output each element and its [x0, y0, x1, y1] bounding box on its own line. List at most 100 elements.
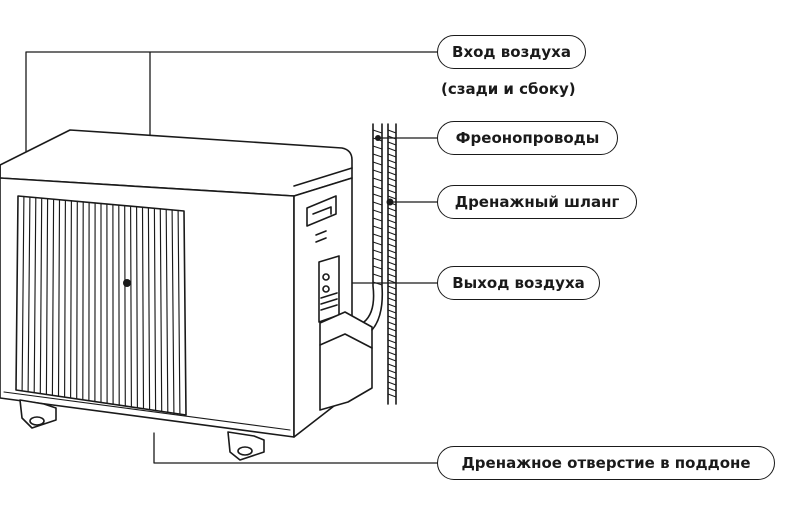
mounting-feet — [19, 399, 265, 461]
hose-rib — [387, 333, 397, 338]
pipe-insulation-rib — [372, 169, 383, 174]
hose-rib — [387, 141, 397, 146]
air-inlet-label: Вход воздуха — [437, 35, 586, 69]
pipe-insulation-rib — [372, 209, 383, 214]
fan-grille — [15, 195, 187, 416]
grille-fin — [136, 206, 138, 409]
hose-rib — [387, 225, 397, 230]
grille-fin — [21, 195, 25, 392]
refrigerant-pipes-label: Фреонопроводы — [437, 121, 618, 155]
hose-rib — [387, 297, 397, 302]
grille-fin — [57, 199, 61, 397]
grille-fin — [171, 209, 175, 414]
anchor-dots — [123, 135, 394, 287]
hose-rib — [387, 279, 397, 284]
hose-rib — [387, 129, 397, 134]
hose-rib — [387, 213, 397, 218]
pipe-insulation-rib — [372, 217, 383, 222]
grille-fin — [130, 205, 132, 408]
grille-fin — [147, 207, 151, 411]
grille-fin — [159, 208, 163, 412]
pipe-insulation-rib — [372, 129, 383, 134]
hose-rib — [387, 243, 397, 248]
air-outlet-label: Выход воздуха — [437, 266, 600, 300]
pipe-insulation-rib — [372, 145, 383, 150]
pipe-insulation-rib — [372, 193, 383, 198]
pipe-insulation-rib — [372, 241, 383, 246]
grille-fin — [76, 200, 78, 400]
drain-hole-leader — [153, 432, 441, 464]
grille-fin — [124, 205, 126, 407]
hose-rib — [387, 267, 397, 272]
unit-front — [0, 177, 295, 438]
hose-rib — [387, 315, 397, 320]
pipe-cover — [319, 311, 373, 411]
hose-rib — [387, 345, 397, 350]
outdoor-unit — [0, 129, 373, 461]
hose-rib — [387, 159, 397, 164]
hose-rib — [387, 237, 397, 242]
air-outlet-anchor — [123, 279, 131, 287]
hose-rib — [387, 369, 397, 374]
hose-rib — [387, 303, 397, 308]
grille-fin — [177, 209, 181, 415]
hose-rib — [387, 147, 397, 152]
air-inlet-leader — [25, 51, 441, 153]
grille-fin — [27, 196, 31, 393]
hose-rib — [387, 351, 397, 356]
pipe-insulation-rib — [372, 161, 383, 166]
hose-rib — [387, 165, 397, 170]
hose-rib — [387, 189, 397, 194]
pipe-insulation-rib — [372, 265, 383, 270]
grille-fin — [64, 199, 66, 398]
air-inlet-note: (сзади и сбоку) — [441, 80, 576, 98]
side-handle — [306, 195, 337, 243]
hose-rib — [387, 171, 397, 176]
hose-rib — [387, 249, 397, 254]
hose-rib — [387, 195, 397, 200]
hose-rib — [387, 291, 397, 296]
grille-fin — [51, 198, 55, 396]
grille-fin — [39, 197, 43, 395]
hose-rib — [387, 231, 397, 236]
hose-rib — [387, 363, 397, 368]
pipe-insulation-rib — [372, 273, 383, 278]
hose-rib — [387, 309, 397, 314]
hose-rib — [387, 357, 397, 362]
hose-rib — [387, 285, 397, 290]
hose-rib — [387, 255, 397, 260]
drain-hose-anchor — [386, 198, 394, 206]
hose-rib — [387, 393, 397, 398]
pipe-insulation-rib — [372, 153, 383, 158]
hose-rib — [387, 261, 397, 266]
hose-rib — [387, 381, 397, 386]
drain-hose-label: Дренажный шланг — [437, 185, 637, 219]
hose-rib — [387, 207, 397, 212]
pipe-insulation-rib — [372, 201, 383, 206]
pipe-insulation-rib — [372, 249, 383, 254]
pipe-insulation-rib — [372, 233, 383, 238]
refrigerant-pipes-anchor — [375, 135, 381, 141]
hose-rib — [387, 321, 397, 326]
hose-rib — [387, 135, 397, 140]
hose-rib — [387, 177, 397, 182]
grille-fin — [70, 200, 72, 399]
pipe-insulation-rib — [372, 177, 383, 182]
pipe-insulation-rib — [372, 257, 383, 262]
hose-rib — [387, 375, 397, 380]
grille-fin — [45, 198, 49, 396]
pipe-insulation-rib — [372, 185, 383, 190]
hose-rib — [387, 183, 397, 188]
grille-fin — [33, 197, 37, 394]
pipe-insulation-rib — [372, 225, 383, 230]
hose-rib — [387, 219, 397, 224]
grille-fin — [165, 208, 169, 413]
pipe-insulation-rib — [372, 281, 383, 286]
hose-rib — [387, 273, 397, 278]
hose-rib — [387, 153, 397, 158]
hose-rib — [387, 387, 397, 392]
grille-fin — [153, 207, 157, 412]
hose-rib — [387, 327, 397, 332]
hose-rib — [387, 339, 397, 344]
